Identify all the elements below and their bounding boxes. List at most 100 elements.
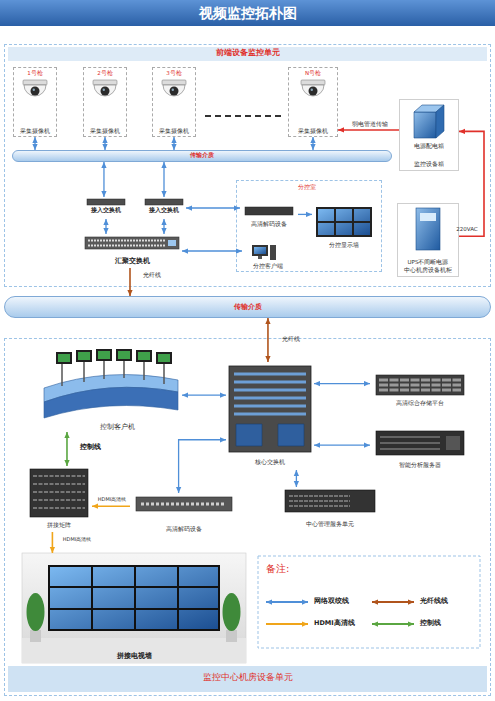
connector — [92, 505, 130, 507]
node-label: 1号枪 — [14, 70, 56, 76]
storage-drives — [379, 380, 461, 390]
node-label: 核心交换机 — [226, 459, 314, 466]
decoder-ports — [141, 503, 226, 506]
node-label: N号枪 — [289, 70, 337, 76]
node-label: 拼接矩阵 — [26, 522, 92, 529]
device-box: 高清综合存储平台 — [370, 372, 470, 410]
tv-wall-screens — [50, 567, 218, 629]
connector — [186, 207, 240, 208]
plant-leaves — [27, 593, 45, 631]
device-box: 拼接矩阵 — [26, 466, 92, 532]
node-label: 汇聚交换机 — [82, 258, 182, 265]
section-frame: 监控中心机房设备单元 控制客户机核心交换机 高清综合存储平台智能分析服务器拼接矩阵高… — [4, 338, 491, 696]
legend-sample-line — [266, 601, 308, 603]
node-label: 智能分析服务器 — [370, 462, 470, 469]
decoder-icon — [136, 497, 232, 511]
device-box: 分控显示墙 — [312, 204, 376, 252]
legend-sample-line — [266, 623, 308, 625]
equipment-box: UPS不间断电源中心机房设备机柜 — [397, 203, 459, 277]
node-label: 分控显示墙 — [312, 242, 376, 248]
plant-pot — [30, 630, 41, 642]
connector — [314, 383, 370, 384]
node-label: 接入交换机 — [142, 207, 186, 213]
node-label: 监控中心机房设备单元 — [5, 672, 490, 682]
client-stand — [258, 256, 262, 259]
power-box-side — [436, 105, 444, 138]
connector — [459, 131, 484, 236]
device-box: 中心管理服务单元 — [280, 487, 380, 531]
connector — [338, 129, 399, 131]
connector — [52, 532, 54, 553]
core-switch-chassis — [229, 366, 311, 452]
node-label: 电源配电箱 — [400, 143, 458, 150]
aggregation-switch-icon — [85, 237, 179, 249]
device-box: 智能分析服务器 — [370, 428, 470, 472]
node-label: 采集摄像机 — [84, 128, 126, 134]
node-label: 前端设备监控单元 — [5, 49, 490, 58]
camera-box: 1号枪采集摄像机 — [13, 67, 57, 137]
connector — [173, 137, 174, 150]
more-cameras-dash — [205, 115, 284, 117]
switch-uplink — [168, 240, 176, 246]
connector — [312, 137, 313, 150]
switch-box: 接入交换机 — [84, 197, 128, 219]
node-label: 中心管理服务单元 — [280, 521, 380, 528]
connector — [103, 162, 104, 197]
node-label: 高清解码设备 — [130, 526, 238, 533]
connector-label: 光纤线 — [271, 336, 311, 343]
sub-control-room: 分控室高清解码设备分控显示墙分控客户端 — [236, 180, 382, 272]
plant-leaves — [223, 593, 241, 631]
node-label: 高清综合存储平台 — [370, 400, 470, 407]
device-box: 控制客户机 — [40, 340, 182, 432]
equipment-box: 电源配电箱监控设备箱 — [399, 99, 459, 171]
tv-wall-box: 拼接电视墙 — [22, 553, 246, 663]
legend-label: 控制线 — [420, 620, 476, 627]
node-label: 3号枪 — [153, 70, 195, 76]
matrix-icon — [30, 469, 88, 517]
power-box-front — [414, 112, 436, 138]
node-label: 中心机房设备机柜 — [398, 267, 458, 273]
tv-wall-room — [22, 553, 246, 663]
access-switch-icon — [145, 199, 183, 205]
node-label: 控制客户机 — [82, 424, 152, 431]
matrix-cards — [33, 476, 85, 508]
connector — [163, 219, 164, 234]
legend-label: HDMI高清线 — [314, 620, 370, 627]
transmission-band: 传输介质 — [4, 296, 491, 318]
node-label: 分控室 — [277, 184, 337, 191]
connector — [182, 250, 242, 251]
ups-cabinet — [416, 208, 440, 250]
node-label: UPS不间断电源 — [398, 259, 458, 265]
server-vents — [380, 437, 440, 449]
connector — [314, 445, 370, 446]
tv-wall-frame — [48, 565, 220, 631]
switch-box: 接入交换机 — [142, 197, 186, 219]
switch-ports — [88, 241, 165, 246]
ups-panel — [420, 213, 436, 221]
diagram-title: 视频监控拓朴图 — [0, 5, 495, 21]
note-heading: 备注: — [266, 563, 326, 575]
device-box: 高清解码设备 — [130, 493, 238, 537]
console-screens — [58, 351, 170, 362]
camera-icon — [23, 80, 47, 96]
server-bays — [289, 496, 350, 506]
node-label: 2号枪 — [84, 70, 126, 76]
node-label: 传输介质 — [5, 303, 490, 311]
connector — [66, 432, 68, 466]
title-bar — [0, 0, 495, 26]
console-monitors — [56, 349, 172, 364]
display-wall-frame — [316, 207, 372, 237]
camera-icon — [93, 80, 117, 96]
display-wall-screens — [318, 209, 370, 235]
access-switch-icon — [87, 199, 125, 205]
connector — [267, 318, 269, 362]
decoder-icon — [245, 207, 293, 215]
node-label: 分控客户端 — [242, 263, 294, 269]
analysis-server-icon — [376, 431, 464, 455]
room-floor — [22, 638, 246, 663]
transmission-band: 传输介质 — [12, 150, 392, 162]
